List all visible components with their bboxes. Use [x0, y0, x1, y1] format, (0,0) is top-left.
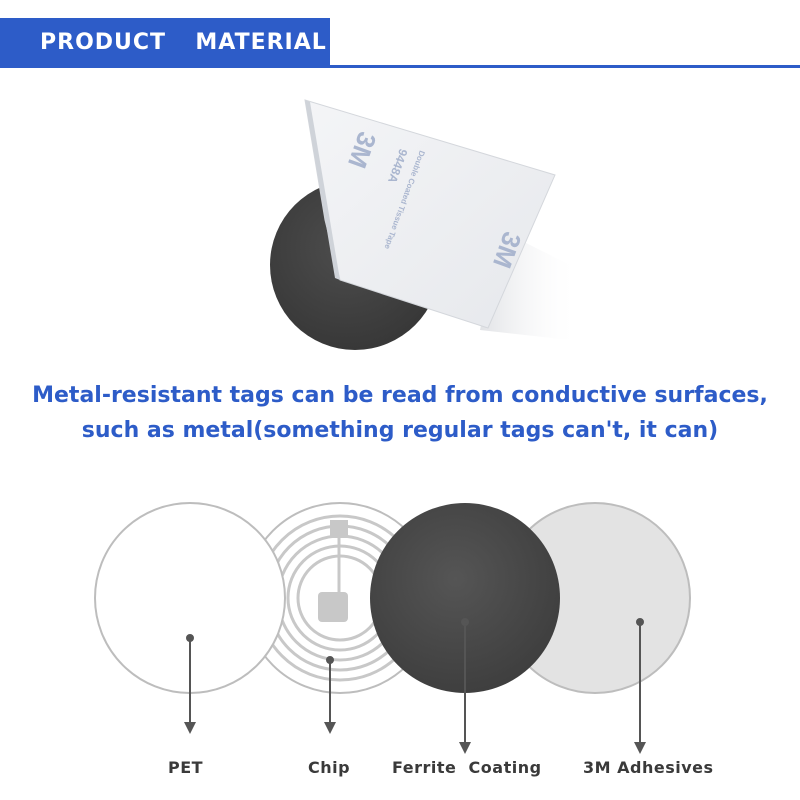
layers-illustration — [94, 502, 691, 754]
header-rule — [0, 65, 800, 68]
caption-line-1: Metal-resistant tags can be read from co… — [32, 383, 768, 408]
liner-sheet — [304, 99, 556, 329]
tag-with-liner-image: 3M 9448A Double Coated Tissue Tape 3M — [270, 99, 570, 350]
material-layers: PET Chip Ferrite Coating 3M Adhesives — [0, 480, 800, 800]
layer-label-pet: PET — [168, 758, 204, 777]
header-banner: PRODUCT MATERIAL — [0, 18, 800, 68]
header-bar — [0, 18, 330, 68]
layer-label-ferrite: Ferrite Coating — [392, 758, 542, 777]
ferrite-coating-disc — [370, 503, 560, 693]
page-title: PRODUCT MATERIAL — [40, 30, 327, 55]
caption-line-2: such as metal(something regular tags can… — [81, 418, 719, 443]
caption: Metal-resistant tags can be read from co… — [0, 378, 800, 448]
layer-label-adhesive: 3M Adhesives — [583, 758, 714, 777]
layer-label-chip: Chip — [308, 758, 351, 777]
